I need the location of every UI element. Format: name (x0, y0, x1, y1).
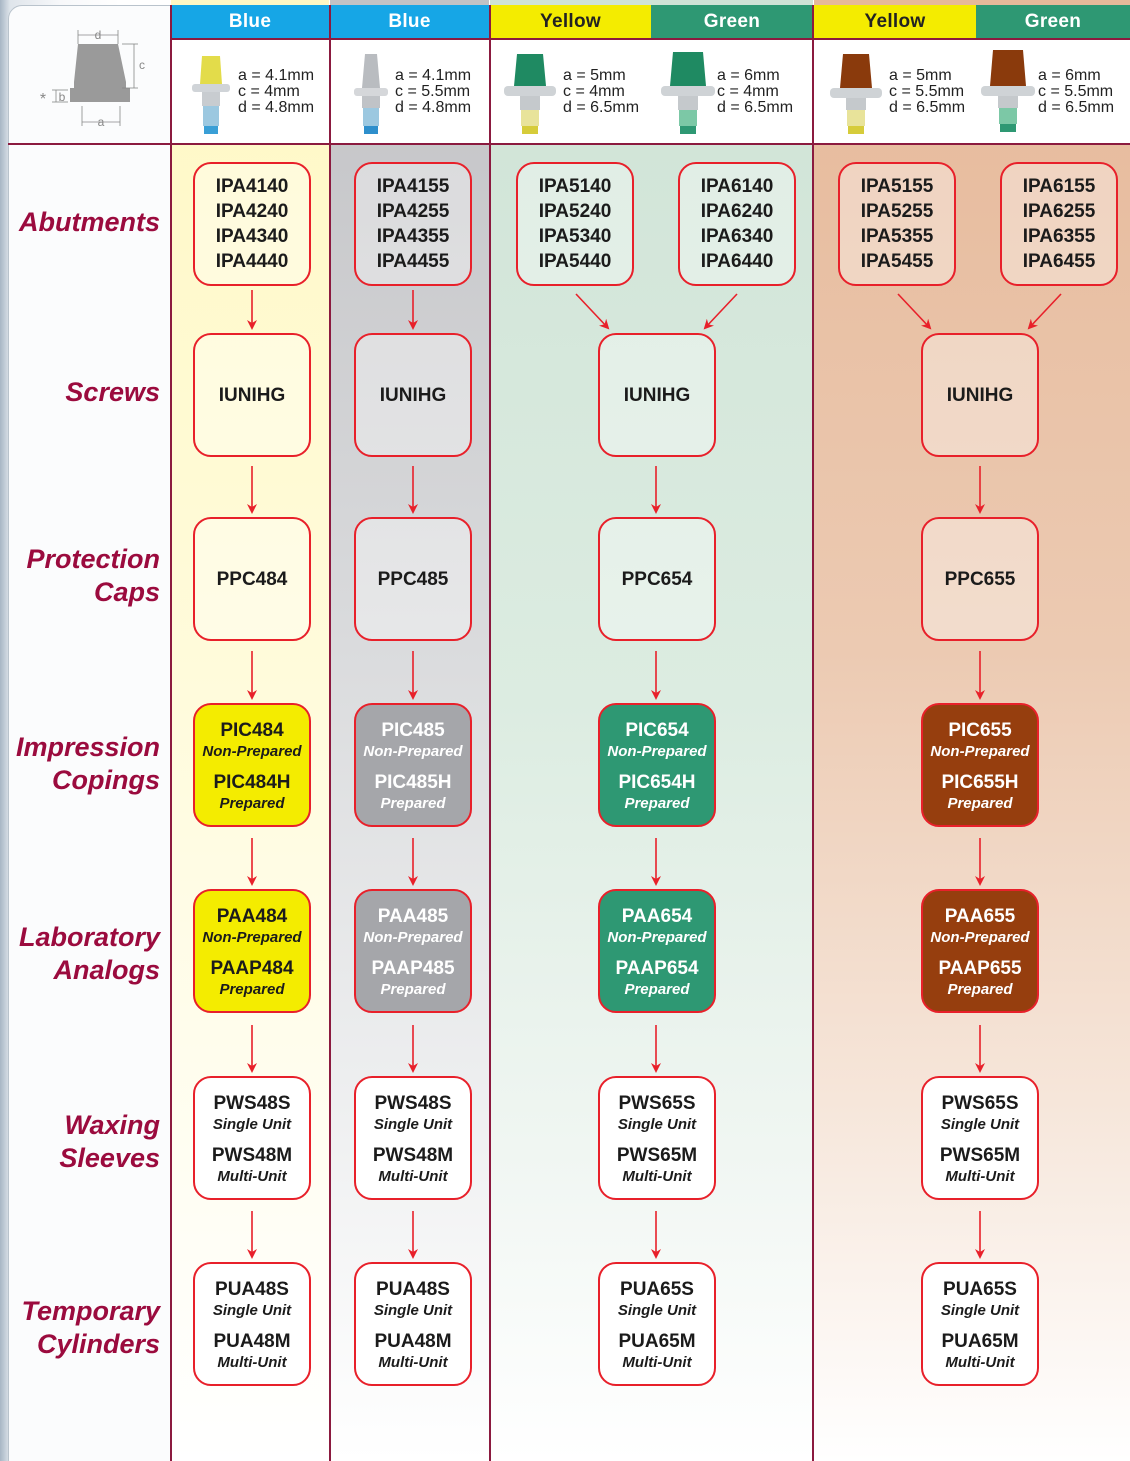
spec-col3b: a = 6mm c = 4mm d = 6.5mm (717, 67, 794, 116)
dim-label-b: b (59, 90, 66, 104)
screw-box-col2: IUNIHG (354, 333, 472, 457)
abutments-box-col4a: IPA5155 IPA5255 IPA5355 IPA5455 (838, 162, 956, 286)
header-divider (171, 38, 1130, 40)
header-divider (8, 143, 1130, 145)
abutment-image-col4a (830, 54, 882, 134)
screw-box-col1: IUNIHG (193, 333, 311, 457)
color-label-col1: Blue (171, 5, 329, 38)
abutment-image-col4b (981, 50, 1035, 132)
screw-box-col4: IUNIHG (921, 333, 1039, 457)
column-divider (170, 5, 172, 1461)
coping-box-col2: PIC485 Non-Prepared PIC485H Prepared (354, 703, 472, 827)
abutments-box-col2: IPA4155 IPA4255 IPA4355 IPA4455 (354, 162, 472, 286)
abutments-box-col3a: IPA5140 IPA5240 IPA5340 IPA5440 (516, 162, 634, 286)
abutment-image-col3b (661, 52, 715, 134)
cap-box-col2: PPC485 (354, 517, 472, 641)
abutment-image-col1 (192, 56, 230, 134)
row-label-screws: Screws (65, 377, 160, 407)
color-label-col4a: Yellow (814, 5, 976, 38)
spec-col4a: a = 5mm c = 5.5mm d = 6.5mm (889, 67, 966, 116)
dim-label-d: d (95, 28, 102, 42)
dim-label-a: a (98, 115, 105, 129)
row-label-abutments: Abutments (19, 207, 160, 237)
abutments-box-col3b: IPA6140 IPA6240 IPA6340 IPA6440 (678, 162, 796, 286)
cylinder-box-col1: PUA48S Single Unit PUA48M Multi-Unit (193, 1262, 311, 1386)
column-divider (329, 5, 331, 1461)
abutment-dimension-diagram: d c b a * (40, 28, 145, 129)
analog-box-col1: PAA484 Non-Prepared PAAP484 Prepared (193, 889, 311, 1013)
dim-label-star: * (40, 91, 46, 108)
coping-box-col3: PIC654 Non-Prepared PIC654H Prepared (598, 703, 716, 827)
screw-box-col3: IUNIHG (598, 333, 716, 457)
abutment-image-col2 (354, 54, 388, 134)
color-label-col3b: Green (651, 5, 813, 38)
cap-box-col4: PPC655 (921, 517, 1039, 641)
abutments-box-col1: IPA4140 IPA4240 IPA4340 IPA4440 (193, 162, 311, 286)
sleeve-box-col1: PWS48S Single Unit PWS48M Multi-Unit (193, 1076, 311, 1200)
cylinder-box-col3: PUA65S Single Unit PUA65M Multi-Unit (598, 1262, 716, 1386)
cap-box-col3: PPC654 (598, 517, 716, 641)
abutment-image-col3a (504, 54, 556, 134)
column-divider (489, 5, 491, 1461)
cap-box-col1: PPC484 (193, 517, 311, 641)
spec-col3a: a = 5mm c = 4mm d = 6.5mm (563, 67, 640, 116)
sleeve-box-col2: PWS48S Single Unit PWS48M Multi-Unit (354, 1076, 472, 1200)
color-label-col2: Blue (330, 5, 489, 38)
spec-col4b: a = 6mm c = 5.5mm d = 6.5mm (1038, 67, 1115, 116)
analog-box-col4: PAA655 Non-Prepared PAAP655 Prepared (921, 889, 1039, 1013)
spec-col1: a = 4.1mm c = 4mm d = 4.8mm (238, 67, 315, 116)
color-label-col3a: Yellow (490, 5, 651, 38)
dim-label-c: c (139, 58, 145, 72)
analog-box-col2: PAA485 Non-Prepared PAAP485 Prepared (354, 889, 472, 1013)
sleeve-box-col3: PWS65S Single Unit PWS65M Multi-Unit (598, 1076, 716, 1200)
coping-box-col1: PIC484 Non-Prepared PIC484H Prepared (193, 703, 311, 827)
spec-col2: a = 4.1mm c = 5.5mm d = 4.8mm (395, 67, 472, 116)
color-label-col4b: Green (976, 5, 1130, 38)
cylinder-box-col4: PUA65S Single Unit PUA65M Multi-Unit (921, 1262, 1039, 1386)
column-divider (812, 5, 814, 1461)
analog-box-col3: PAA654 Non-Prepared PAAP654 Prepared (598, 889, 716, 1013)
sleeve-box-col4: PWS65S Single Unit PWS65M Multi-Unit (921, 1076, 1039, 1200)
abutments-box-col4b: IPA6155 IPA6255 IPA6355 IPA6455 (1000, 162, 1118, 286)
cylinder-box-col2: PUA48S Single Unit PUA48M Multi-Unit (354, 1262, 472, 1386)
coping-box-col4: PIC655 Non-Prepared PIC655H Prepared (921, 703, 1039, 827)
